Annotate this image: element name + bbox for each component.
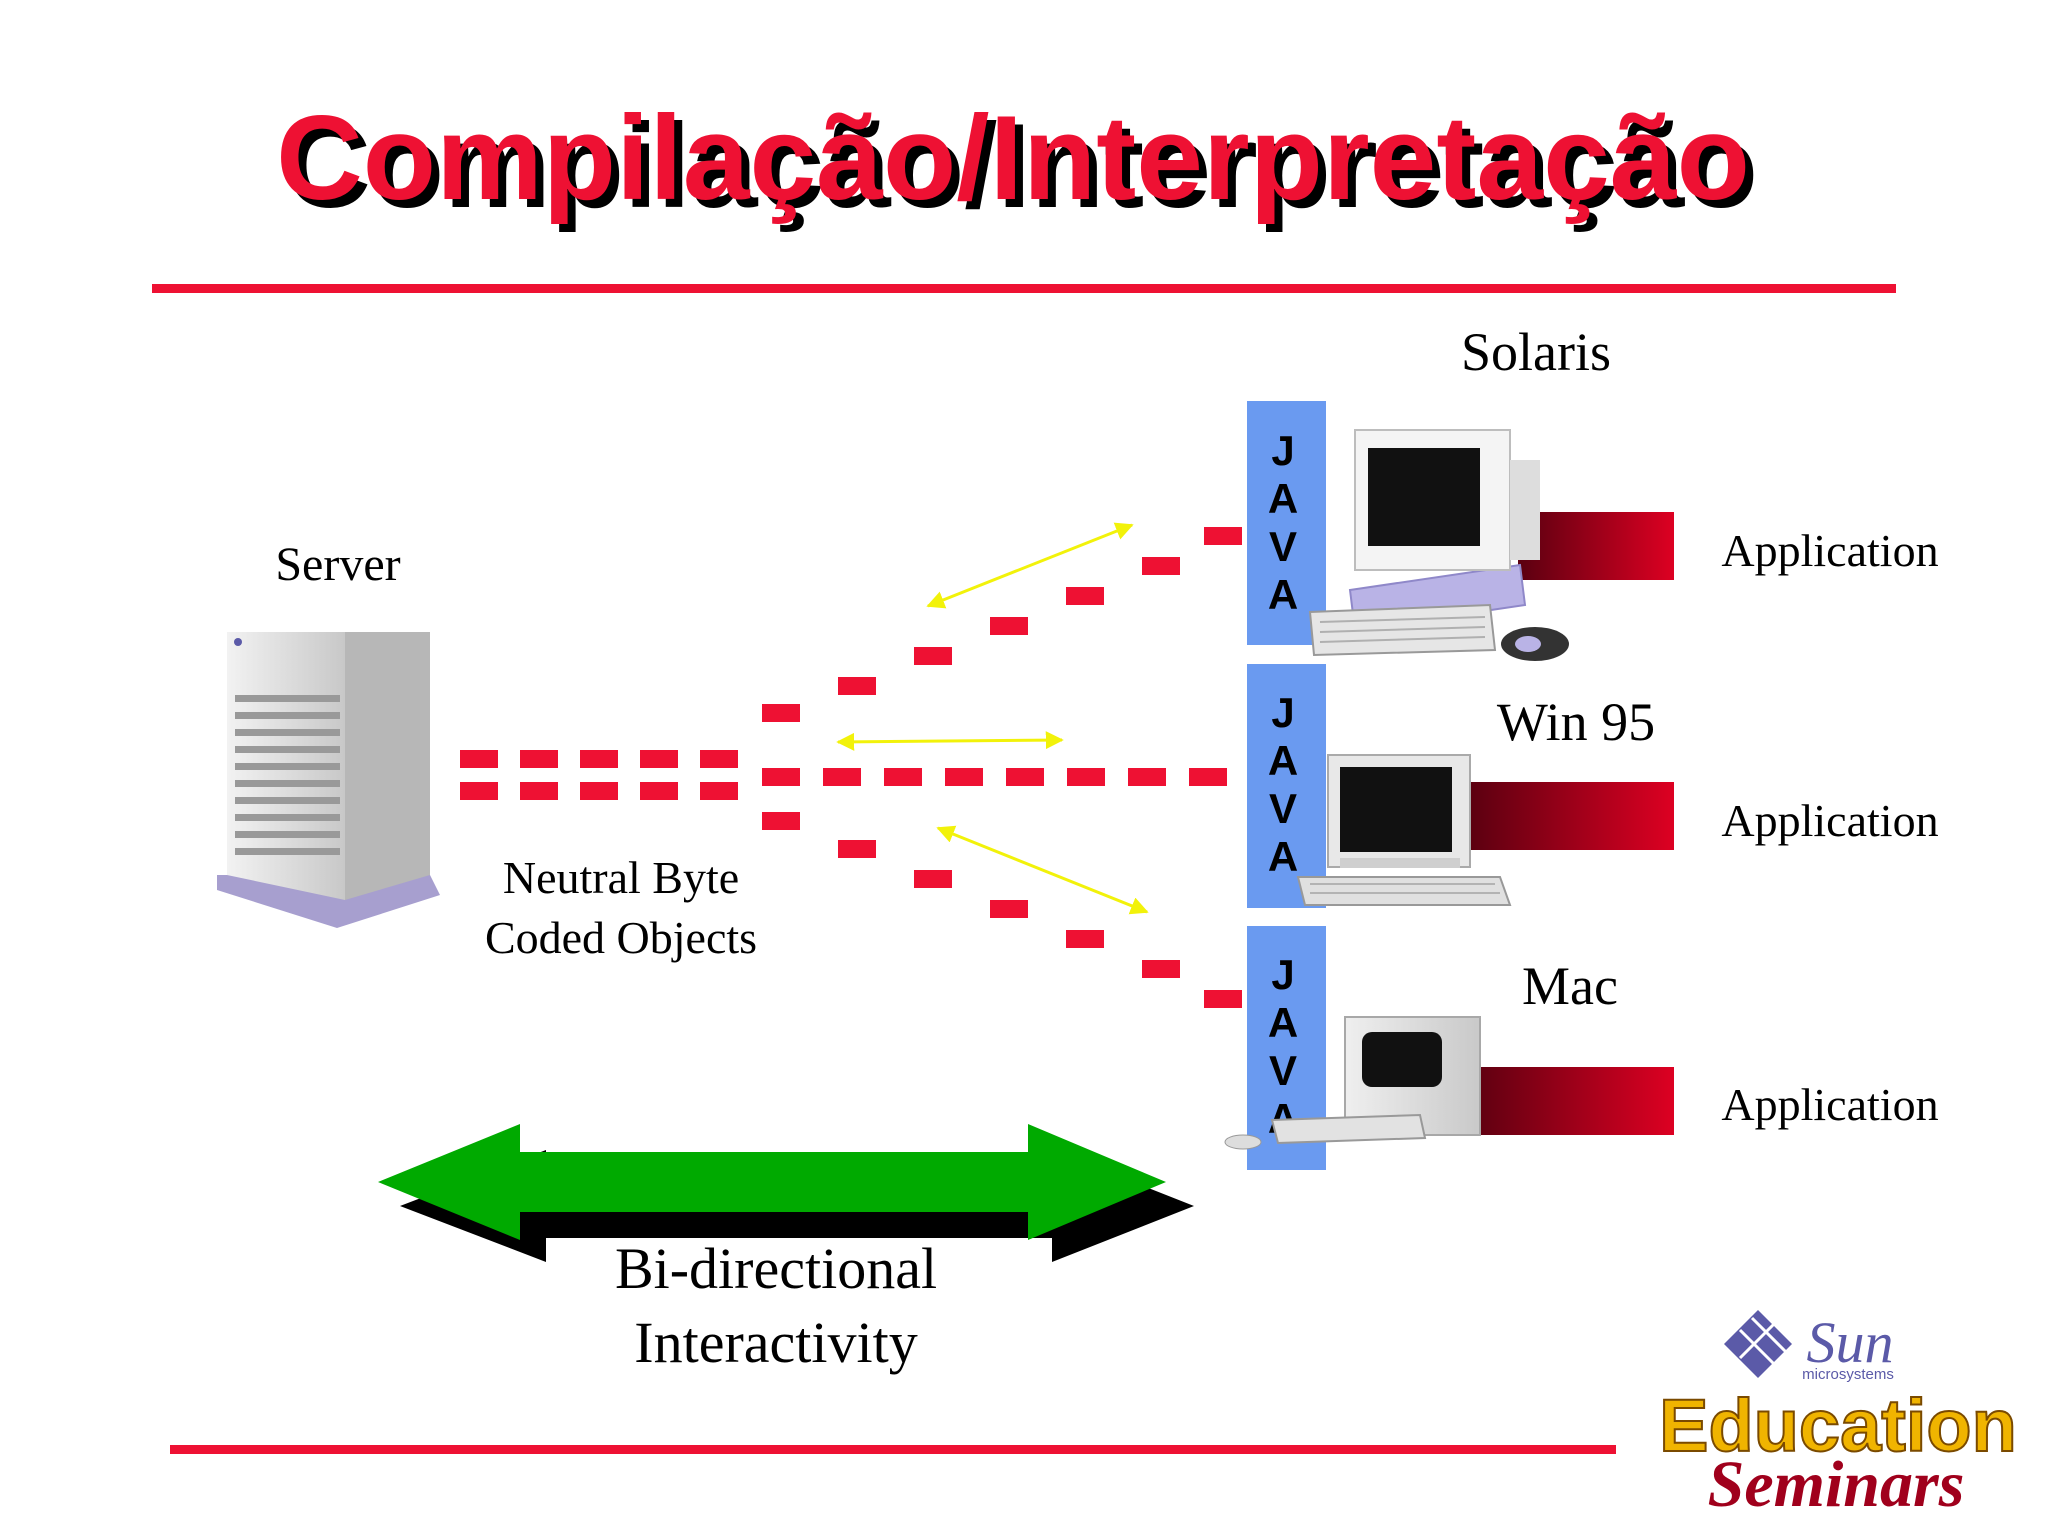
server-group: Server [217, 538, 440, 928]
sun-education-logo: Sun microsystems Education Seminars [1658, 1310, 2018, 1521]
platform-name-win95: Win 95 [1497, 692, 1655, 752]
seminars-wordmark: Seminars [1708, 1448, 1965, 1521]
bytecode-label: Neutral Byte Coded Objects [485, 852, 757, 963]
java-letter: V [1269, 785, 1297, 832]
server-tower-icon [217, 632, 440, 928]
interactivity-line2: Interactivity [634, 1310, 917, 1375]
java-letter: A [1268, 999, 1298, 1046]
interactivity-label: Bi-directional Interactivity [615, 1236, 937, 1375]
app-bar-mac [1468, 1067, 1674, 1135]
interactivity-line1: Bi-directional [615, 1236, 937, 1301]
app-bar-solaris [1518, 512, 1674, 580]
java-letter: A [1268, 833, 1298, 880]
solaris-workstation-icon [1308, 429, 1569, 661]
java-letter: J [1271, 427, 1294, 474]
java-letter: A [1268, 737, 1298, 784]
app-label-solaris: Application [1721, 525, 1938, 576]
yellow-arrow-lower [936, 825, 1149, 915]
mac-computer-icon [1224, 1016, 1481, 1150]
title-shadow: Compilação/Interpretação [284, 99, 1758, 233]
yellow-arrow-middle [836, 731, 1064, 751]
server-label: Server [275, 538, 400, 591]
java-runtime-win95: J A V A [1247, 664, 1326, 908]
bytecode-label-line2: Coded Objects [485, 912, 757, 963]
slide-title: Compilação/Interpretação [276, 91, 1750, 225]
bidirectional-arrow-icon [378, 1124, 1194, 1262]
education-wordmark: Education [1659, 1384, 2017, 1467]
yellow-arrow-upper [926, 522, 1134, 609]
sun-wordmark: Sun [1807, 1310, 1894, 1375]
win95-pc-icon [1296, 754, 1512, 906]
title-group: Compilação/Interpretação Compilação/Inte… [276, 91, 1758, 233]
java-letter: A [1268, 475, 1298, 522]
java-letter: V [1269, 523, 1297, 570]
java-letter: V [1269, 1047, 1297, 1094]
app-bar-win95 [1468, 782, 1674, 850]
server-vents [235, 695, 340, 855]
java-letter: A [1268, 571, 1298, 618]
sun-logo-icon [1724, 1310, 1792, 1378]
app-label-win95: Application [1721, 795, 1938, 846]
bidirectional-thin-arrows [836, 522, 1149, 915]
sun-subtitle: microsystems [1802, 1366, 1894, 1383]
bytecode-label-line1: Neutral Byte [503, 852, 739, 903]
top-rule [152, 284, 1896, 293]
platform-name-mac: Mac [1522, 956, 1618, 1016]
app-label-mac: Application [1721, 1079, 1938, 1130]
bottom-rule [170, 1445, 1616, 1454]
java-letter: J [1271, 951, 1294, 998]
platform-name-solaris: Solaris [1461, 322, 1611, 382]
java-runtime-solaris: J A V A [1247, 401, 1326, 645]
java-letter: J [1271, 689, 1294, 736]
